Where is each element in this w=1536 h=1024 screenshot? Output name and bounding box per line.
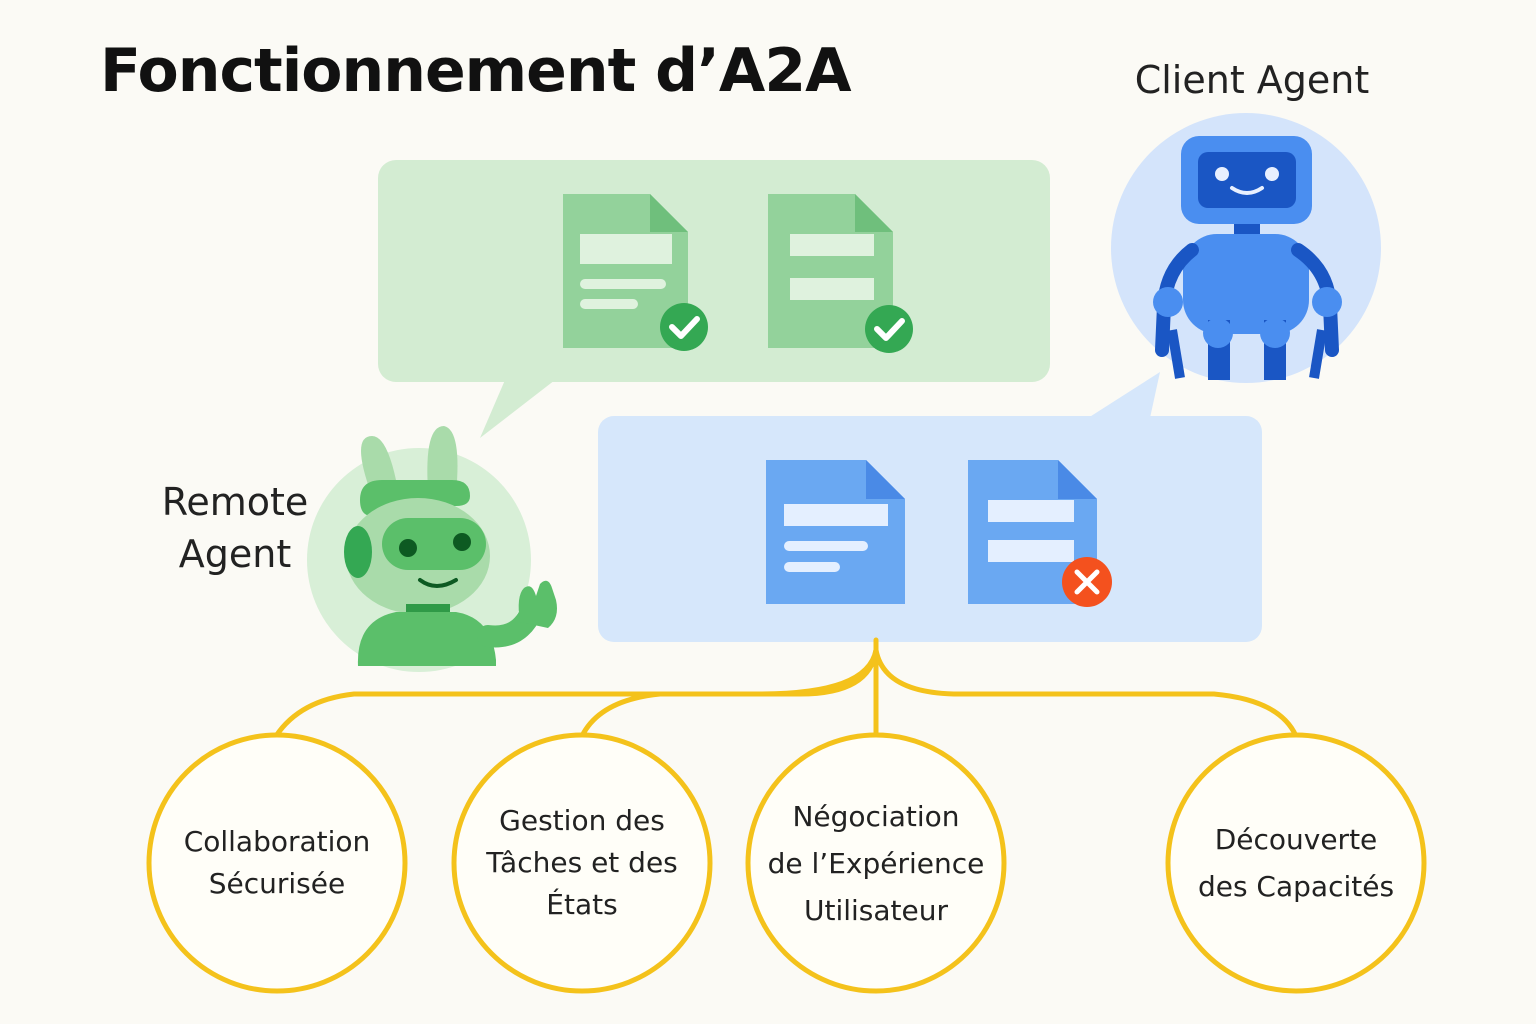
capability-circle: [745, 732, 1007, 994]
remote-agent-label: Remote Agent: [140, 476, 330, 580]
page-title: Fonctionnement d’A2A: [100, 36, 852, 106]
blue-speech-bubble: [598, 372, 1262, 642]
client-agent-robot-icon: [1111, 113, 1381, 383]
capability-gestion-taches-etats: Gestion des Tâches et des États: [462, 743, 702, 983]
capability-label-line: Utilisateur: [803, 893, 949, 927]
remote-agent-label-line: Remote: [161, 480, 309, 524]
remote-agent-label-line: Agent: [178, 532, 292, 576]
capability-decouverte-capacites: Découverte des Capacités: [1176, 743, 1416, 983]
capability-label-line: Gestion des: [499, 804, 665, 837]
capability-label-line: Tâches et des: [486, 846, 678, 879]
capability-circles: [146, 732, 1427, 994]
capability-label-line: Découverte: [1214, 823, 1378, 856]
document-check-icon: [768, 194, 913, 353]
capability-negociation-experience: Négociation de l’Expérience Utilisateur: [756, 743, 996, 983]
capability-label-line: États: [546, 888, 618, 921]
capability-label-line: Négociation: [792, 799, 960, 833]
capability-label-line: de l’Expérience: [767, 846, 985, 880]
document-check-icon: [563, 194, 708, 351]
document-error-icon: [968, 460, 1112, 607]
capability-label-line: des Capacités: [1197, 870, 1395, 903]
client-agent-label: Client Agent: [1134, 58, 1370, 102]
capability-label-line: Collaboration: [183, 825, 371, 858]
capability-circle: [451, 732, 713, 994]
remote-agent-robot-icon: [307, 426, 557, 672]
capability-collaboration-securisee: Collaboration Sécurisée: [157, 743, 397, 983]
capability-circle: [146, 732, 408, 994]
yellow-connectors: [273, 637, 1299, 739]
green-speech-bubble: [378, 160, 1050, 438]
capability-label-line: Sécurisée: [208, 867, 346, 900]
document-icon: [766, 460, 905, 604]
capability-circle: [1165, 732, 1427, 994]
